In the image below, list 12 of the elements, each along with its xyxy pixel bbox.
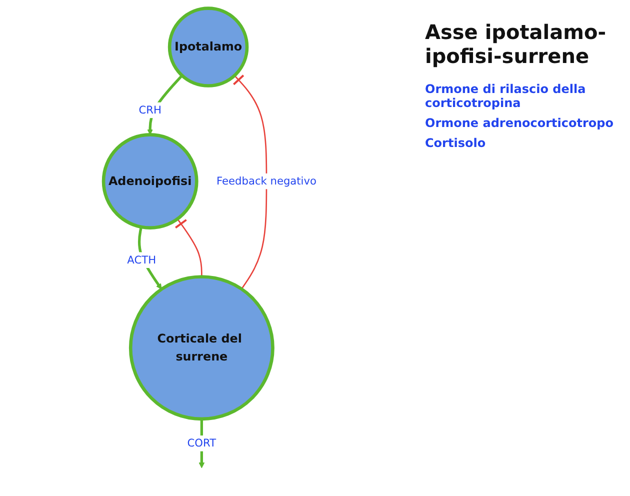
connector: [174, 216, 202, 277]
diagram-title: Asse ipotalamo-ipofisi-surrene: [425, 20, 608, 68]
node-circle: Corticale del surrene: [128, 275, 274, 421]
hormone-note: Ormone di rilascio della corticotropina: [425, 82, 587, 110]
hormone-note: Cortisolo: [425, 136, 487, 150]
arrow: [147, 74, 184, 135]
edge-label: ACTH: [127, 253, 156, 266]
edge-label: CRH: [138, 104, 162, 116]
edge-label: Feedback negativo: [216, 174, 316, 188]
edge-label: CORT: [187, 436, 216, 450]
hormone-note: Ormone adrenocorticotropo: [425, 116, 614, 130]
connector: [231, 72, 268, 290]
